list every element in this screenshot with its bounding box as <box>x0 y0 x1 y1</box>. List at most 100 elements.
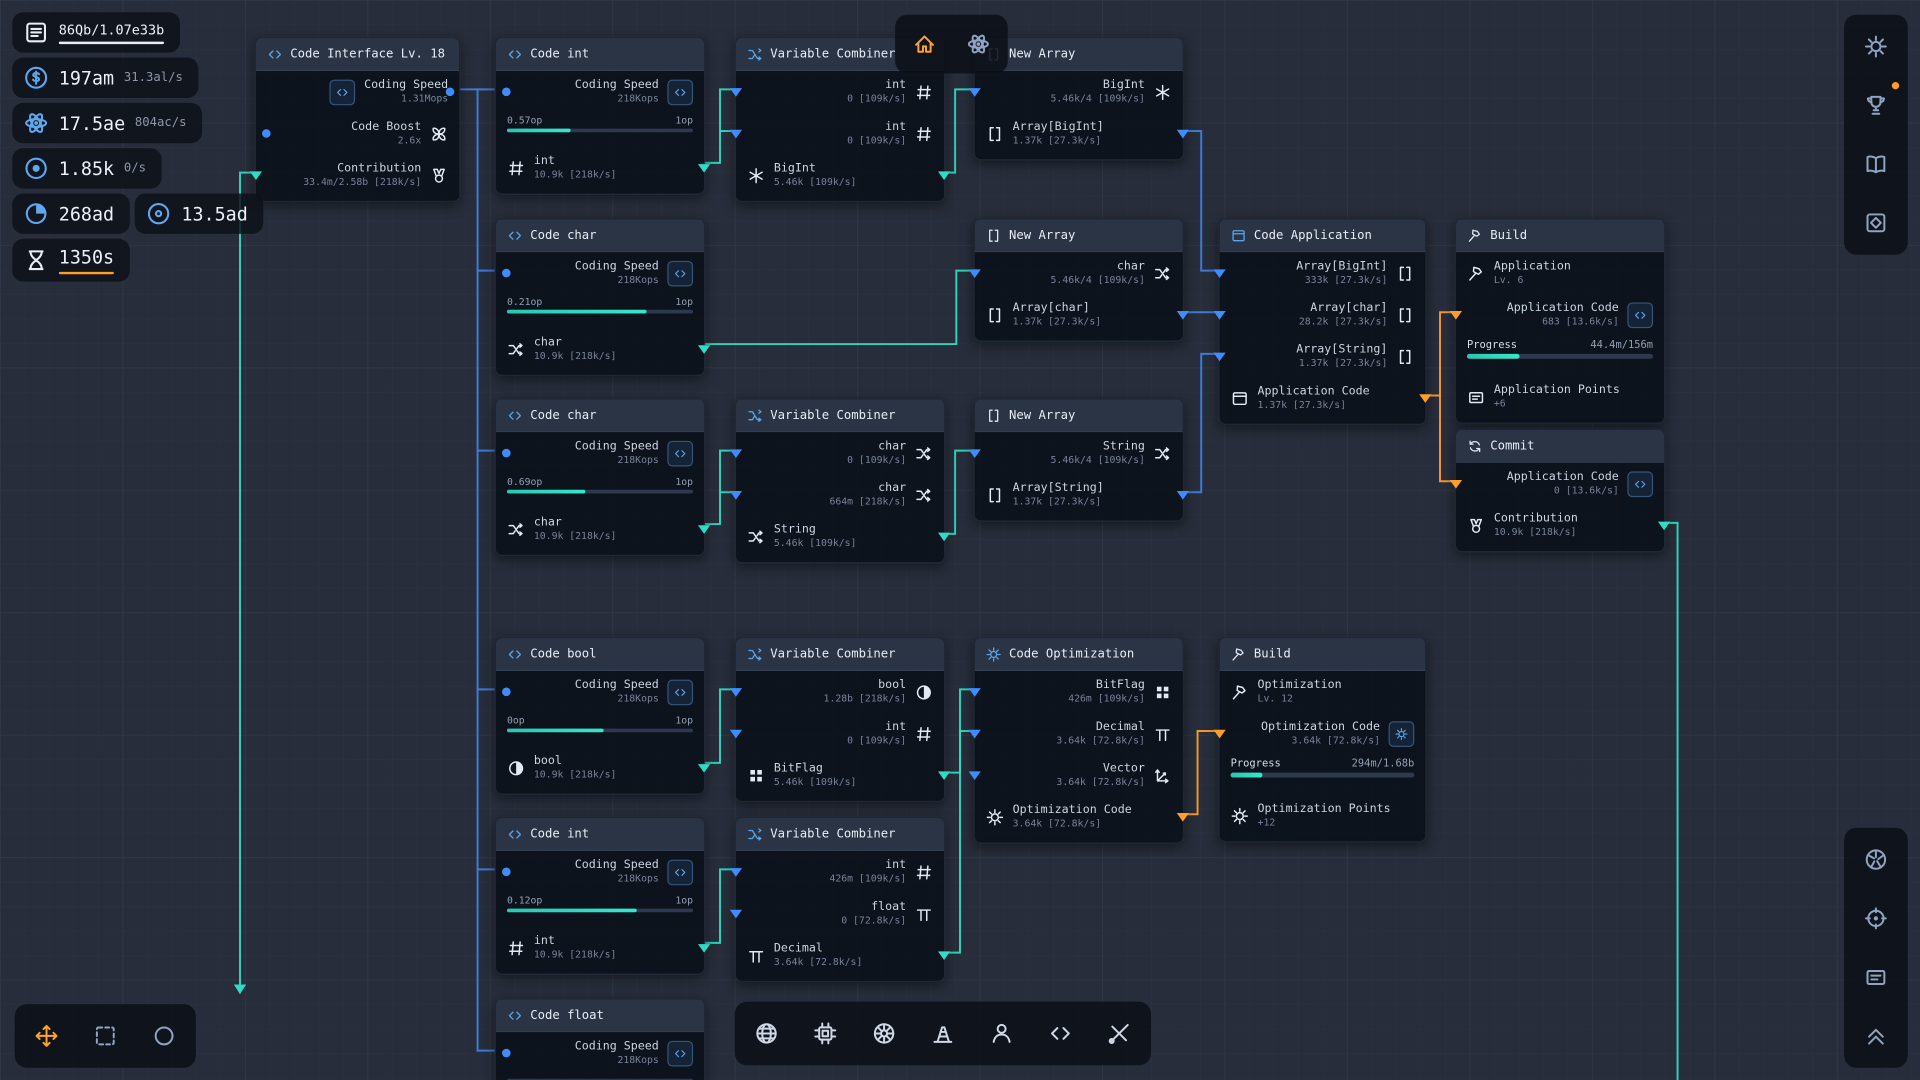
input-port[interactable] <box>968 88 981 97</box>
input-port[interactable] <box>729 729 743 739</box>
output-port[interactable] <box>697 164 711 173</box>
input-port[interactable] <box>729 688 743 697</box>
input-port[interactable] <box>968 688 981 697</box>
input-port[interactable] <box>1449 480 1463 489</box>
move-button[interactable] <box>20 1009 74 1063</box>
resource-list[interactable]: 86Qb/1.07e33b <box>12 12 181 53</box>
input-port[interactable] <box>502 448 511 458</box>
output-port[interactable] <box>697 764 711 773</box>
tools-button[interactable] <box>1092 1007 1146 1061</box>
input-port[interactable] <box>968 729 981 739</box>
circle-button[interactable] <box>137 1009 191 1063</box>
trophy-button[interactable] <box>1849 78 1903 132</box>
output-port[interactable] <box>1176 491 1189 500</box>
code-icon <box>673 685 686 698</box>
output-port[interactable] <box>937 171 951 180</box>
input-port[interactable] <box>1213 352 1226 362</box>
output-port[interactable] <box>1419 394 1432 403</box>
resource-disc[interactable]: 13.5ad <box>134 193 264 234</box>
input-port[interactable] <box>729 868 743 877</box>
wheel-button[interactable] <box>857 1007 911 1061</box>
output-port[interactable] <box>697 525 711 534</box>
input-port[interactable] <box>502 687 511 697</box>
chip-button[interactable] <box>798 1007 852 1061</box>
input-port[interactable] <box>1213 729 1226 739</box>
input-port[interactable] <box>262 129 271 138</box>
aperture-button[interactable] <box>1849 833 1903 887</box>
medal-icon <box>430 166 448 184</box>
marquee-button[interactable] <box>78 1009 132 1063</box>
resource-pie[interactable]: 268ad <box>12 193 130 234</box>
output-port[interactable] <box>1176 813 1189 822</box>
input-port[interactable] <box>1213 311 1226 320</box>
node-title-bar: Code char <box>495 399 705 433</box>
atom-button[interactable] <box>954 20 1003 69</box>
input-port[interactable] <box>502 87 511 97</box>
output-port[interactable] <box>937 532 951 542</box>
input-port[interactable] <box>729 129 743 139</box>
input-port[interactable] <box>729 491 743 500</box>
input-port[interactable] <box>502 268 511 278</box>
input-port[interactable] <box>1449 311 1463 320</box>
input-port[interactable] <box>729 909 743 919</box>
chest-button[interactable] <box>1849 196 1903 250</box>
row-value: 1.37k [27.3k/s] <box>1012 134 1102 146</box>
input-port[interactable] <box>1213 269 1226 278</box>
row-value: 218Kops <box>617 1054 659 1066</box>
input-port[interactable] <box>502 867 511 877</box>
list-icon <box>23 20 49 46</box>
input-port[interactable] <box>968 269 981 278</box>
output-port[interactable] <box>697 944 711 953</box>
input-port[interactable] <box>249 171 263 180</box>
input-port[interactable] <box>729 449 743 458</box>
input-port[interactable] <box>968 449 981 458</box>
input-port[interactable] <box>729 88 743 97</box>
person-button[interactable] <box>975 1007 1029 1061</box>
row-label: Contribution <box>337 161 422 175</box>
output-port[interactable] <box>1657 521 1671 531</box>
code-icon <box>673 266 686 279</box>
output-port[interactable] <box>937 951 951 960</box>
input-port[interactable] <box>968 771 981 780</box>
code-button[interactable] <box>1033 1007 1087 1061</box>
output-port[interactable] <box>697 345 711 354</box>
output-port[interactable] <box>445 87 455 97</box>
book-button[interactable] <box>1849 137 1903 191</box>
crosshair-button[interactable] <box>1849 891 1903 945</box>
pump-button[interactable] <box>916 1007 970 1061</box>
cards-button[interactable] <box>1849 950 1903 1004</box>
gear-button[interactable] <box>1849 20 1903 74</box>
resource-hourglass[interactable]: 1350s <box>12 238 130 282</box>
input-port[interactable] <box>502 1048 511 1058</box>
chevrons-button[interactable] <box>1849 1009 1903 1063</box>
home-button[interactable] <box>900 20 949 69</box>
output-port[interactable] <box>937 771 951 780</box>
output-port[interactable] <box>1176 129 1189 139</box>
globe-button[interactable] <box>740 1007 794 1061</box>
output-port[interactable] <box>1176 311 1189 320</box>
